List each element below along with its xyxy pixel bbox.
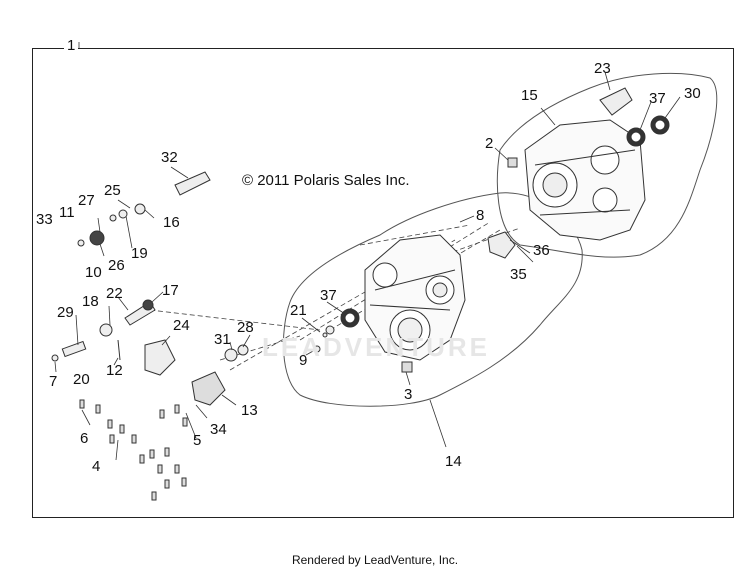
callout-1: 1 (64, 38, 79, 53)
callout-5: 5 (193, 432, 202, 449)
callout-29: 29 (57, 304, 74, 321)
callout-37-right: 37 (649, 90, 666, 107)
callout-25: 25 (104, 182, 121, 199)
callout-20: 20 (73, 371, 90, 388)
case-half-right (507, 87, 670, 241)
callout-34: 34 (210, 421, 227, 438)
callout-10: 10 (85, 264, 102, 281)
callout-31: 31 (214, 331, 231, 348)
group-15-outline (496, 72, 718, 258)
callout-12: 12 (106, 362, 123, 379)
group-14-outline (283, 192, 583, 407)
callout-6: 6 (80, 430, 89, 447)
bolts (79, 399, 188, 501)
callout-24: 24 (173, 317, 190, 334)
callout-2: 2 (485, 135, 494, 152)
small-parts (51, 171, 335, 406)
callout-7: 7 (49, 373, 58, 390)
callout-35: 35 (510, 266, 527, 283)
callout-26: 26 (108, 257, 125, 274)
callout-36: 36 (533, 242, 550, 259)
callout-4: 4 (92, 458, 101, 475)
callout-16: 16 (163, 214, 180, 231)
copyright-notice: © 2011 Polaris Sales Inc. (242, 172, 410, 189)
watermark-text: LEADVENTURE (262, 332, 491, 362)
callout-14: 14 (445, 453, 462, 470)
callout-15: 15 (521, 87, 538, 104)
callout-8: 8 (476, 207, 485, 224)
callout-33: 33 (36, 211, 53, 228)
callout-37-left: 37 (320, 287, 337, 304)
callout-23: 23 (594, 60, 611, 77)
callout-13: 13 (241, 402, 258, 419)
callout-28: 28 (237, 319, 254, 336)
callout-22: 22 (106, 285, 123, 302)
callout-27: 27 (78, 192, 95, 209)
callout-17: 17 (162, 282, 179, 299)
callout-18: 18 (82, 293, 99, 310)
callout-9: 9 (299, 352, 308, 369)
footer-credit: Rendered by LeadVenture, Inc. (291, 553, 459, 567)
case-half-left (340, 231, 516, 373)
callout-30: 30 (684, 85, 701, 102)
callout-11: 11 (59, 204, 75, 221)
callout-19: 19 (131, 245, 148, 262)
leader-lines (54, 42, 681, 461)
diagram-frame (32, 48, 734, 518)
callout-32: 32 (161, 149, 178, 166)
callout-3: 3 (404, 386, 413, 403)
callout-21: 21 (290, 302, 307, 319)
